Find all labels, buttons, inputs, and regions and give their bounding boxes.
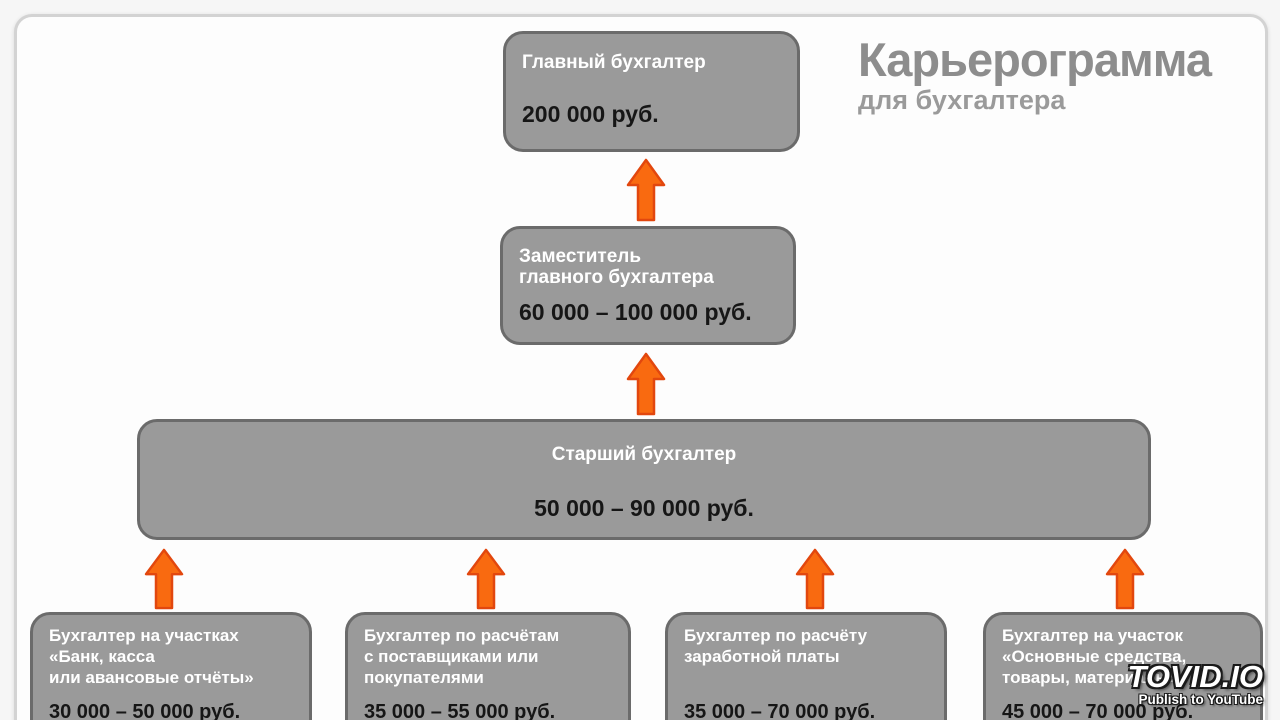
watermark-brand: TOVID.IO <box>1127 659 1263 694</box>
node-title-line1: Бухгалтер на участках <box>49 626 239 645</box>
node-title-line2: «Основные средства, <box>1002 647 1187 666</box>
page-subtitle: для бухгалтера <box>858 85 1066 115</box>
node-title-line2: заработной платы <box>684 647 840 666</box>
node-title-line3: покупателями <box>364 668 484 687</box>
node-accountant-bank-cash: Бухгалтер на участках «Банк, касса или а… <box>30 612 312 720</box>
node-salary: 35 000 – 70 000 руб. <box>684 701 876 720</box>
up-arrow-icon <box>1105 548 1145 610</box>
up-arrow-icon <box>144 548 184 610</box>
up-arrow-icon <box>626 158 666 222</box>
node-salary: 30 000 – 50 000 руб. <box>49 701 241 720</box>
node-accountant-fixed-assets: Бухгалтер на участок «Основные средства,… <box>983 612 1263 720</box>
watermark-tagline: Publish to YouTube <box>1138 692 1264 707</box>
node-senior-accountant: Старший бухгалтер 50 000 – 90 000 руб. <box>137 419 1151 540</box>
node-title-line2: главного бухгалтера <box>519 267 714 288</box>
node-title-line1: Бухгалтер на участок <box>1002 626 1184 645</box>
node-salary: 200 000 руб. <box>522 101 659 127</box>
watermark: TOVID.IO Publish to YouTube <box>1127 659 1264 707</box>
node-title: Старший бухгалтер <box>551 444 737 465</box>
node-title-line3: товары, материалы» <box>1002 668 1180 687</box>
node-salary: 50 000 – 90 000 руб. <box>534 495 754 521</box>
node-chief-accountant: Главный бухгалтер 200 000 руб. <box>503 31 800 152</box>
page-header: Карьерограмма для бухгалтера <box>858 36 1262 115</box>
up-arrow-icon <box>795 548 835 610</box>
node-accountant-payroll: Бухгалтер по расчёту заработной платы 35… <box>665 612 947 720</box>
node-accountant-suppliers-buyers: Бухгалтер по расчётам с поставщиками или… <box>345 612 631 720</box>
node-title-line2: с поставщиками или <box>364 647 539 666</box>
node-title-line3: или авансовые отчёты» <box>49 668 254 687</box>
node-title-line1: Заместитель <box>519 246 642 267</box>
node-salary: 45 000 – 70 000 руб. <box>1002 701 1194 720</box>
node-title: Главный бухгалтер <box>522 52 706 73</box>
node-salary: 60 000 – 100 000 руб. <box>519 299 752 325</box>
node-title-line1: Бухгалтер по расчётам <box>364 626 560 645</box>
node-salary: 35 000 – 55 000 руб. <box>364 701 556 720</box>
node-deputy-chief-accountant: Заместитель главного бухгалтера 60 000 –… <box>500 226 796 345</box>
node-title-line1: Бухгалтер по расчёту <box>684 626 868 645</box>
up-arrow-icon <box>466 548 506 610</box>
up-arrow-icon <box>626 352 666 416</box>
page-title: Карьерограмма <box>858 33 1212 86</box>
node-title-line2: «Банк, касса <box>49 647 155 666</box>
